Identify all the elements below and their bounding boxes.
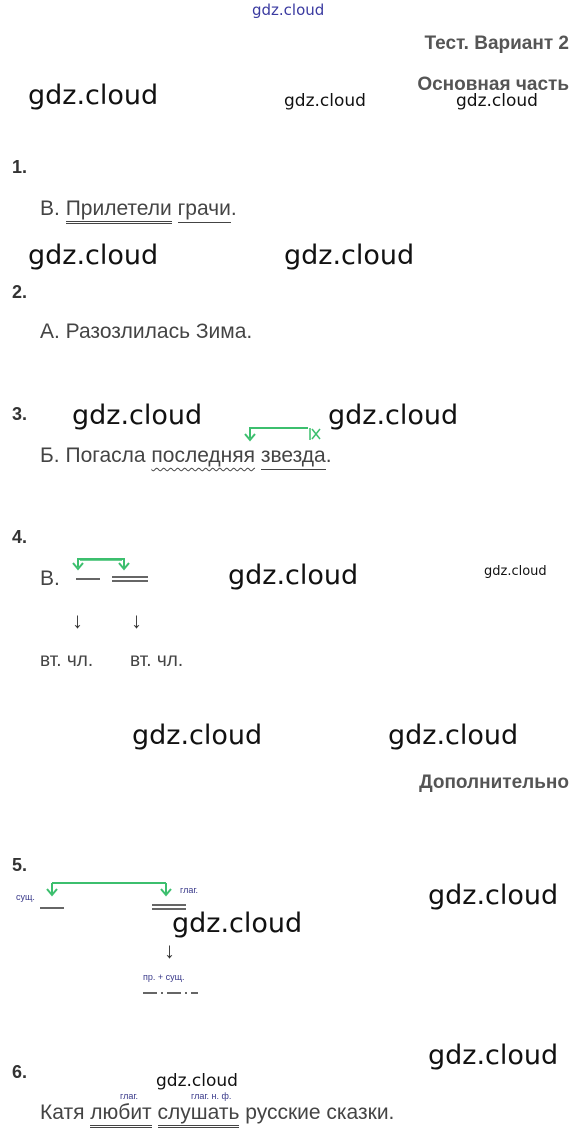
watermark: gdz.cloud [284, 91, 366, 111]
subject-word: звезда [260, 444, 326, 470]
section-heading-extra: Дополнительно [419, 772, 569, 793]
down-arrow-icon: ↓ [72, 608, 83, 633]
subject-word: грачи [177, 197, 231, 223]
predicate-word: любит [90, 1101, 152, 1128]
period: . [230, 197, 237, 220]
phrase-label: пр. + сущ. [143, 972, 185, 982]
watermark: gdz.cloud [228, 560, 359, 591]
watermark: gdz.cloud [428, 880, 559, 911]
section-heading-main: Основная часть [417, 74, 569, 95]
down-arrow-icon: ↓ [164, 938, 175, 963]
watermark: gdz.cloud [28, 240, 159, 271]
scheme-diagram-icon [40, 882, 186, 910]
watermark: gdz.cloud [72, 400, 203, 431]
page-title: Тест. Вариант 2 [424, 33, 569, 54]
question-number-6: 6. [12, 1062, 28, 1082]
attribute-word: последняя [151, 444, 256, 467]
question-number-1: 1. [12, 157, 28, 177]
answer-6: Катя любит слушать русские сказки. [40, 1101, 395, 1128]
question-number-3: 3. [12, 404, 28, 424]
watermark: gdz.cloud [172, 908, 303, 939]
answer-letter: Б. [40, 444, 60, 467]
question-number-2: 2. [12, 282, 28, 302]
question-number-5: 5. [12, 855, 28, 875]
watermark: gdz.cloud [28, 80, 159, 111]
watermark: gdz.cloud [456, 91, 538, 111]
scheme-diagram-icon [72, 558, 148, 582]
answer-letter: В. [40, 567, 60, 590]
watermark-top: gdz.cloud [252, 1, 325, 19]
question-number-4: 4. [12, 527, 28, 547]
period: . [325, 444, 332, 467]
noun-label: сущ. [16, 892, 35, 902]
down-arrow-icon: ↓ [131, 608, 142, 633]
watermark: gdz.cloud [484, 564, 547, 579]
watermark: gdz.cloud [284, 240, 415, 271]
word: русские сказки. [245, 1101, 395, 1124]
answer-letter: В. [40, 197, 60, 220]
predicate-word: Прилетели [65, 197, 172, 224]
predicate-word: слушать [157, 1101, 240, 1128]
word: Катя [40, 1101, 85, 1124]
dependency-arrow-icon [244, 427, 321, 442]
watermark: gdz.cloud [388, 720, 519, 751]
verb-label: глаг. [120, 1091, 139, 1101]
answer-1: В. Прилетели грачи. [40, 197, 237, 224]
dash-dot-line-icon [143, 992, 198, 994]
member-label: вт. чл. [40, 650, 94, 671]
watermark: gdz.cloud [328, 400, 459, 431]
watermark: gdz.cloud [428, 1040, 559, 1071]
member-label: вт. чл. [130, 650, 184, 671]
watermark: gdz.cloud [132, 720, 263, 751]
word: Погасла [65, 444, 146, 467]
infinitive-label: глаг. н. ф. [191, 1091, 232, 1101]
answer-3: Б. Погасла последняя звезда. [40, 444, 332, 470]
watermark: gdz.cloud [156, 1071, 238, 1091]
verb-label: глаг. [180, 885, 199, 895]
answer-2: А. Разозлилась Зима. [40, 320, 253, 343]
